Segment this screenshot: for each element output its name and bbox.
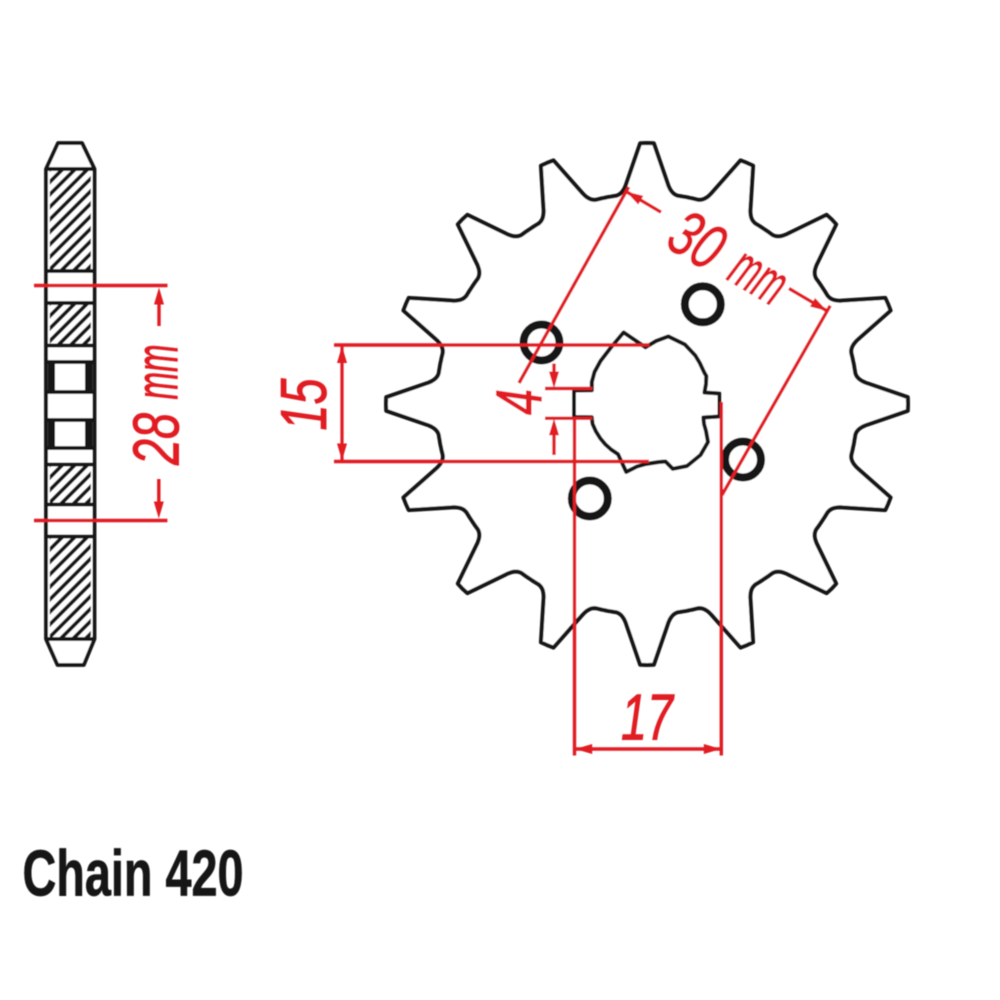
svg-text:mm: mm (124, 345, 191, 400)
svg-text:4: 4 (484, 389, 556, 415)
svg-text:15: 15 (269, 378, 341, 430)
svg-text:28: 28 (121, 413, 193, 466)
svg-text:17: 17 (621, 682, 675, 754)
svg-text:Chain 420: Chain 420 (23, 838, 244, 910)
